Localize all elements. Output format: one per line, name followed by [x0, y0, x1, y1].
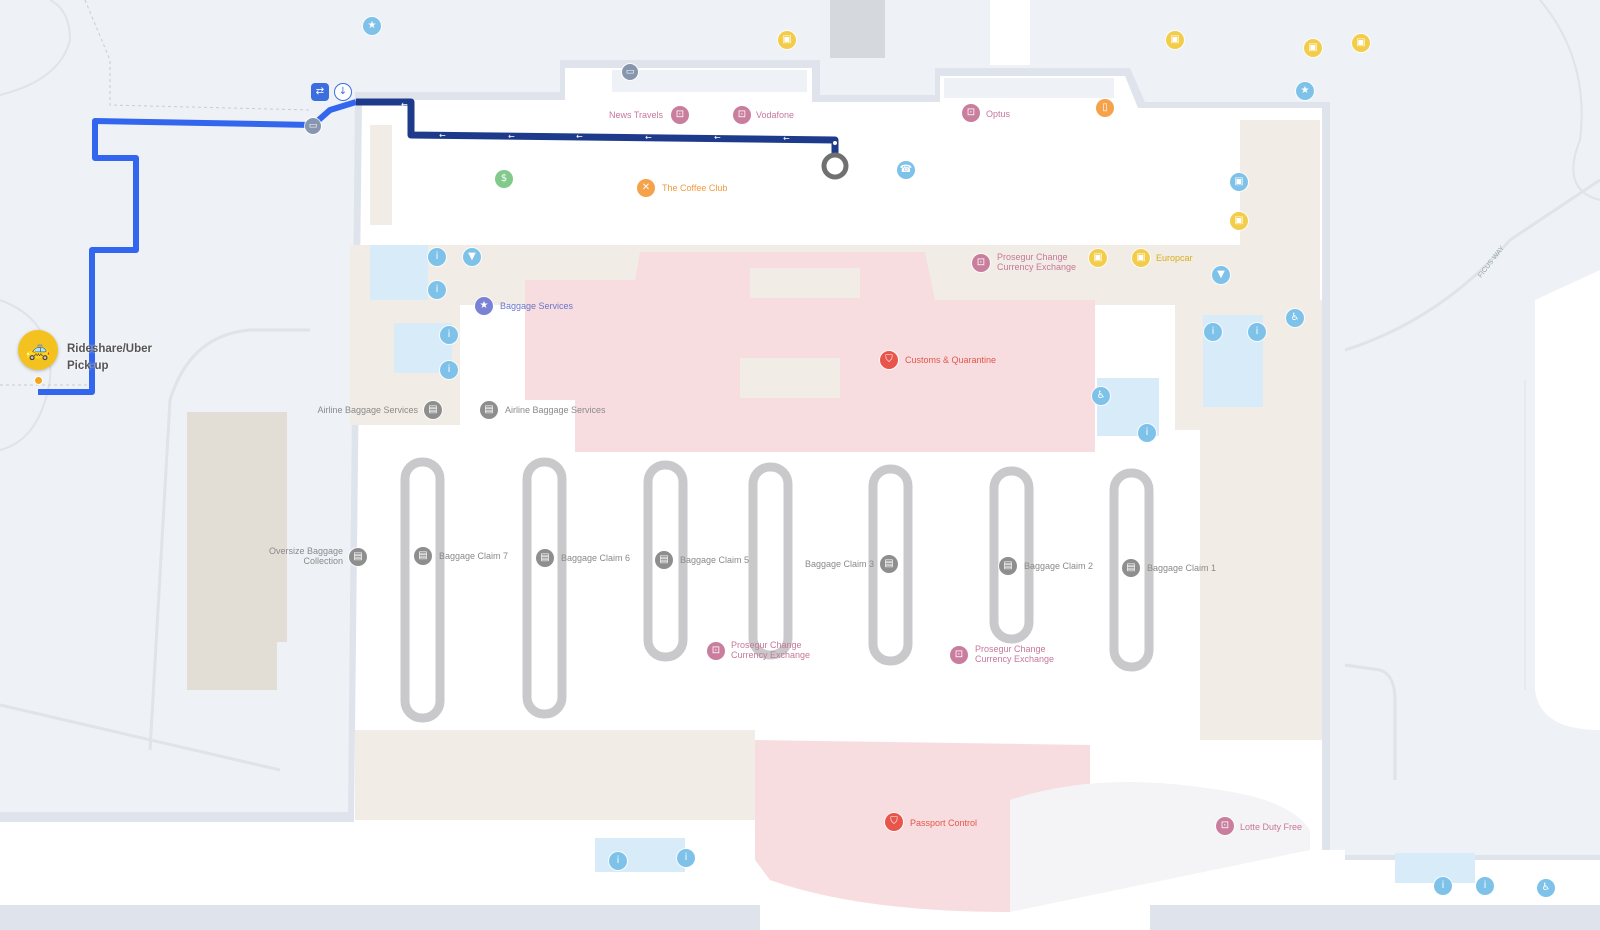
poi-prosegur-mid-left[interactable]: Prosegur Change Currency Exchange	[731, 640, 810, 660]
shop-bag-icon[interactable]: ⊡	[733, 106, 751, 124]
taxi-icon[interactable]: ▣	[778, 31, 796, 49]
svg-text:←: ←	[576, 132, 583, 141]
restroom-icon[interactable]: i	[1204, 323, 1222, 341]
restroom-icon[interactable]: i	[440, 361, 458, 379]
luggage-icon[interactable]: ▤	[480, 401, 498, 419]
restroom-icon[interactable]: i	[1248, 323, 1266, 341]
shop-bag-icon[interactable]: ⊡	[972, 254, 990, 272]
svg-text:←: ←	[783, 134, 790, 143]
poi-europcar[interactable]: Europcar	[1156, 253, 1193, 263]
poi-prosegur-top-line1: Prosegur Change	[997, 252, 1068, 262]
luggage-icon[interactable]: ▤	[414, 547, 432, 565]
car-rental-icon[interactable]: ▣	[1132, 249, 1150, 267]
poi-prosegur-mid-right-line2: Currency Exchange	[975, 654, 1055, 664]
phone-icon[interactable]: ☎	[897, 161, 915, 179]
taxi-icon[interactable]: ▣	[1304, 39, 1322, 57]
pickup-label-line2: Pick-up	[67, 360, 109, 372]
poi-prosegur-mid-right-line1: Prosegur Change	[975, 644, 1046, 654]
pickup-label[interactable]: Rideshare/Uber Pick-up	[67, 341, 152, 375]
taxi-icon[interactable]: ▣	[1352, 34, 1370, 52]
poi-customs[interactable]: Customs & Quarantine	[905, 355, 997, 365]
luggage-icon[interactable]: ▤	[1122, 559, 1140, 577]
poi-lotte-duty-free[interactable]: Lotte Duty Free	[1240, 822, 1303, 832]
poi-coffee-club[interactable]: The Coffee Club	[662, 183, 728, 193]
poi-news-travels[interactable]: News Travels	[609, 110, 664, 120]
shop-bag-icon[interactable]: ⊡	[950, 646, 968, 664]
star-icon[interactable]: ★	[1296, 82, 1314, 100]
restaurant-icon[interactable]: ✕	[637, 179, 655, 197]
taxi-icon[interactable]: 🚕	[18, 330, 58, 370]
svg-text:←: ←	[508, 132, 515, 141]
restroom-icon[interactable]: i	[609, 852, 627, 870]
restroom-icon[interactable]: i	[428, 248, 446, 266]
baggage-claim-1[interactable]: Baggage Claim 1	[1147, 563, 1217, 573]
star-icon[interactable]: ★	[363, 17, 381, 35]
luggage-icon[interactable]: ▤	[999, 557, 1017, 575]
baggage-claim-3[interactable]: Baggage Claim 3	[804, 559, 874, 569]
poi-oversize-line1: Oversize Baggage	[268, 546, 343, 556]
poi-prosegur-top-line2: Currency Exchange	[997, 262, 1077, 272]
shield-icon[interactable]: ⛉	[880, 351, 898, 369]
route-level-down-icon[interactable]: ↓	[334, 83, 352, 101]
restroom-icon[interactable]: i	[1434, 877, 1452, 895]
luggage-icon[interactable]: ▤	[349, 548, 367, 566]
poi-prosegur-mid-right[interactable]: Prosegur Change Currency Exchange	[975, 644, 1054, 664]
pickup-label-line1: Rideshare/Uber	[67, 343, 153, 355]
restroom-icon[interactable]: i	[677, 849, 695, 867]
luggage-icon[interactable]: ▤	[536, 549, 554, 567]
taxi-icon[interactable]: ▣	[1166, 31, 1184, 49]
pickup-location-dot	[34, 376, 43, 385]
poi-vodafone[interactable]: Vodafone	[756, 110, 795, 120]
baggage-claim-5[interactable]: Baggage Claim 5	[680, 555, 750, 565]
poi-prosegur-mid-left-line1: Prosegur Change	[731, 640, 802, 650]
atm-icon[interactable]: ▭	[622, 64, 638, 80]
poi-oversize-baggage[interactable]: Oversize Baggage Collection	[250, 546, 343, 566]
poi-oversize-line2: Collection	[303, 556, 343, 566]
poi-airline-baggage-right[interactable]: Airline Baggage Services	[505, 405, 606, 415]
restroom-icon[interactable]: i	[440, 326, 458, 344]
star-icon[interactable]: ★	[475, 297, 493, 315]
phone-store-icon[interactable]: ▯	[1096, 99, 1114, 117]
luggage-icon[interactable]: ▤	[655, 551, 673, 569]
baggage-claim-2[interactable]: Baggage Claim 2	[1024, 561, 1094, 571]
baggage-claim-6[interactable]: Baggage Claim 6	[561, 553, 631, 563]
poi-baggage-services[interactable]: Baggage Services	[500, 301, 574, 311]
taxi-icon[interactable]: ▣	[1230, 212, 1248, 230]
svg-text:←: ←	[645, 133, 652, 142]
wheelchair-icon[interactable]: ♿	[1537, 879, 1555, 897]
money-icon[interactable]: $	[495, 170, 513, 188]
poi-passport-control[interactable]: Passport Control	[910, 818, 978, 828]
svg-text:←: ←	[714, 133, 721, 142]
lift-icon[interactable]: ▼	[463, 248, 481, 266]
bus-icon[interactable]: ▣	[1230, 173, 1248, 191]
shop-bag-icon[interactable]: ⊡	[707, 642, 725, 660]
poi-prosegur-mid-left-line2: Currency Exchange	[731, 650, 811, 660]
baggage-claim-7[interactable]: Baggage Claim 7	[439, 551, 509, 561]
car-rental-icon[interactable]: ▣	[1089, 249, 1107, 267]
wheelchair-icon[interactable]: ♿	[1286, 309, 1304, 327]
lift-icon[interactable]: ▼	[1212, 266, 1230, 284]
route-mode-icon[interactable]: ⇄	[311, 83, 329, 101]
atm-icon[interactable]: ▭	[305, 118, 321, 134]
poi-prosegur-top[interactable]: Prosegur Change Currency Exchange	[997, 252, 1076, 272]
restroom-icon[interactable]: i	[428, 281, 446, 299]
shop-bag-icon[interactable]: ⊡	[671, 106, 689, 124]
luggage-icon[interactable]: ▤	[880, 555, 898, 573]
poi-optus[interactable]: Optus	[986, 109, 1011, 119]
wheelchair-icon[interactable]: ♿	[1092, 387, 1110, 405]
shop-bag-icon[interactable]: ⊡	[962, 104, 980, 122]
svg-text:←: ←	[401, 100, 408, 109]
restroom-icon[interactable]: i	[1476, 877, 1494, 895]
shield-icon[interactable]: ⛉	[885, 813, 903, 831]
poi-airline-baggage-left[interactable]: Airline Baggage Services	[317, 405, 418, 415]
restroom-icon[interactable]: i	[1138, 424, 1156, 442]
luggage-icon[interactable]: ▤	[424, 401, 442, 419]
svg-text:←: ←	[439, 131, 446, 140]
shop-bag-icon[interactable]: ⊡	[1216, 817, 1234, 835]
